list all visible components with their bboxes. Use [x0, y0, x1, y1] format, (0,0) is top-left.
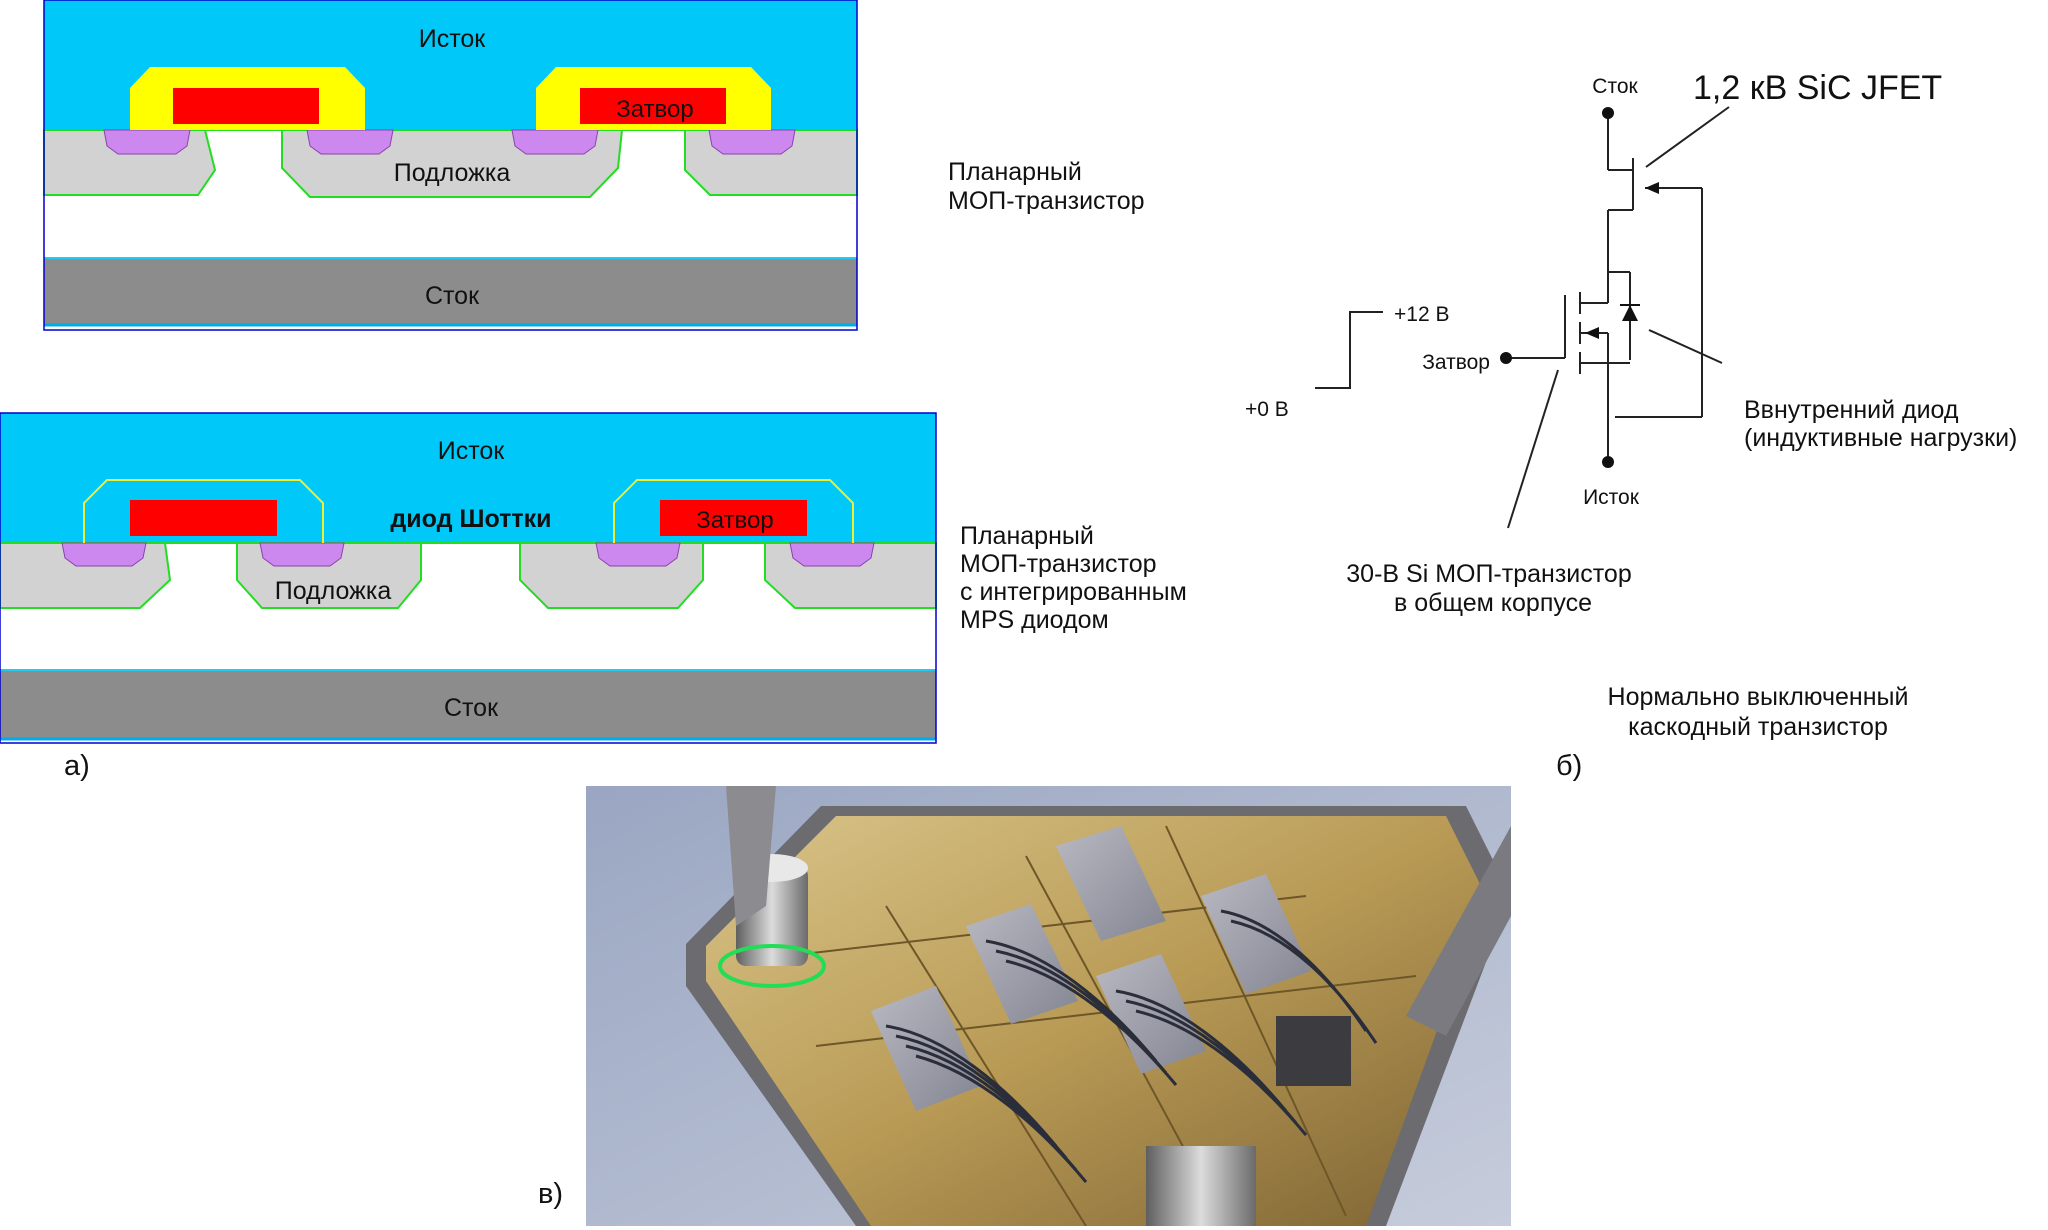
bond-wires [885, 909, 1378, 1183]
drain-terminal [1602, 107, 1614, 119]
panel-a-cross-sections: Исток Затвор Подложка Сток Исток диод Шо… [0, 0, 937, 744]
caption-line: MPS диодом [960, 606, 1109, 634]
substrate-label: Подложка [275, 577, 392, 605]
semiconductor-die [1056, 826, 1166, 941]
drain-layer [0, 670, 936, 740]
caption-line: каскодный транзистор [1628, 713, 1888, 741]
body-diode-label-line-1: Ввнутренний диод [1744, 396, 1959, 424]
oxide-outline-left [83, 479, 324, 543]
source-terminal [1602, 456, 1614, 468]
body-diode-symbol [1622, 305, 1638, 321]
gate-right [580, 88, 726, 124]
source-terminal-label: Исток [1583, 486, 1640, 509]
mosfet-leader-line [1507, 369, 1559, 529]
connector-block [1276, 1016, 1351, 1086]
voltage-low-label: +0 В [1245, 398, 1289, 421]
source-label: Исток [419, 25, 487, 53]
mosfet-body-arrow [1585, 327, 1599, 339]
semiconductor-die [1201, 874, 1311, 994]
voltage-high-label: +12 В [1394, 303, 1449, 326]
gate-left [173, 88, 319, 124]
semiconductor-die [871, 986, 981, 1111]
mps-mosfet-caption: Планарный МОП-транзистор с интегрированн… [960, 522, 1187, 634]
caption-line: с интегрированным [960, 578, 1187, 606]
drain-label: Сток [444, 694, 499, 722]
diode-leader-line [1648, 329, 1723, 364]
planar-mosfet-caption: Планарный МОП-транзистор [948, 158, 1145, 216]
metal-tool [1406, 826, 1511, 1036]
jfet-gate-arrow [1645, 182, 1659, 194]
contact-3 [595, 542, 681, 567]
bottom-connector [1146, 1146, 1256, 1226]
source-label: Исток [438, 437, 506, 465]
gate-label: Затвор [616, 96, 693, 123]
jfet-leader-line [1645, 106, 1730, 168]
green-sealant [718, 944, 826, 988]
contact-2 [259, 542, 345, 567]
caption-line: МОП-транзистор [948, 187, 1145, 215]
substrate-label: Подложка [394, 159, 511, 187]
contact-1 [103, 129, 191, 155]
contact-3 [511, 129, 599, 155]
contact-1 [61, 542, 147, 567]
caption-line: Планарный [960, 522, 1094, 550]
drain-layer [44, 258, 857, 326]
oxide-outline-right [613, 479, 854, 543]
gate-drive-pulse [1315, 311, 1383, 389]
gate-label: Затвор [696, 507, 773, 534]
gate-terminal [1500, 352, 1512, 364]
schottky-diode-label: диод Шоттки [390, 505, 551, 533]
gate-right [660, 500, 807, 536]
contact-4 [789, 542, 875, 567]
body-diode-label-line-2: (индуктивные нагрузки) [1744, 424, 2017, 452]
drain-label: Сток [425, 282, 480, 310]
panel-b-label: б) [1556, 750, 1583, 782]
mosfet-label-line-1: 30-В Si МОП-транзистор [1346, 560, 1631, 588]
caption-line: Планарный [948, 158, 1082, 186]
cascode-circuit-schematic: Сток 1,2 кВ SiC JFET +12 В Затвор +0 В В… [1245, 69, 2017, 617]
caption-line: Нормально выключенный [1607, 683, 1909, 711]
panel-a-label: а) [64, 750, 90, 782]
mosfet-label-line-2: в общем корпусе [1394, 589, 1592, 617]
cascode-caption: Нормально выключенный каскодный транзист… [1538, 682, 1978, 742]
panel-c-label: в) [538, 1178, 564, 1210]
gold-substrate [706, 816, 1486, 1226]
jfet-label: 1,2 кВ SiC JFET [1693, 69, 1942, 107]
power-module-photo [586, 786, 1511, 1226]
metal-clip [726, 786, 776, 926]
drain-terminal-label: Сток [1592, 75, 1638, 98]
planar-mosfet-cross-section: Исток Затвор Подложка Сток [43, 0, 858, 331]
contact-2 [306, 129, 394, 155]
contact-4 [708, 129, 796, 155]
gate-terminal-label: Затвор [1422, 351, 1490, 374]
gate-left [130, 500, 277, 536]
mps-mosfet-cross-section: Исток диод Шоттки Затвор Подложка Сток [0, 412, 937, 744]
caption-line: МОП-транзистор [960, 550, 1157, 578]
